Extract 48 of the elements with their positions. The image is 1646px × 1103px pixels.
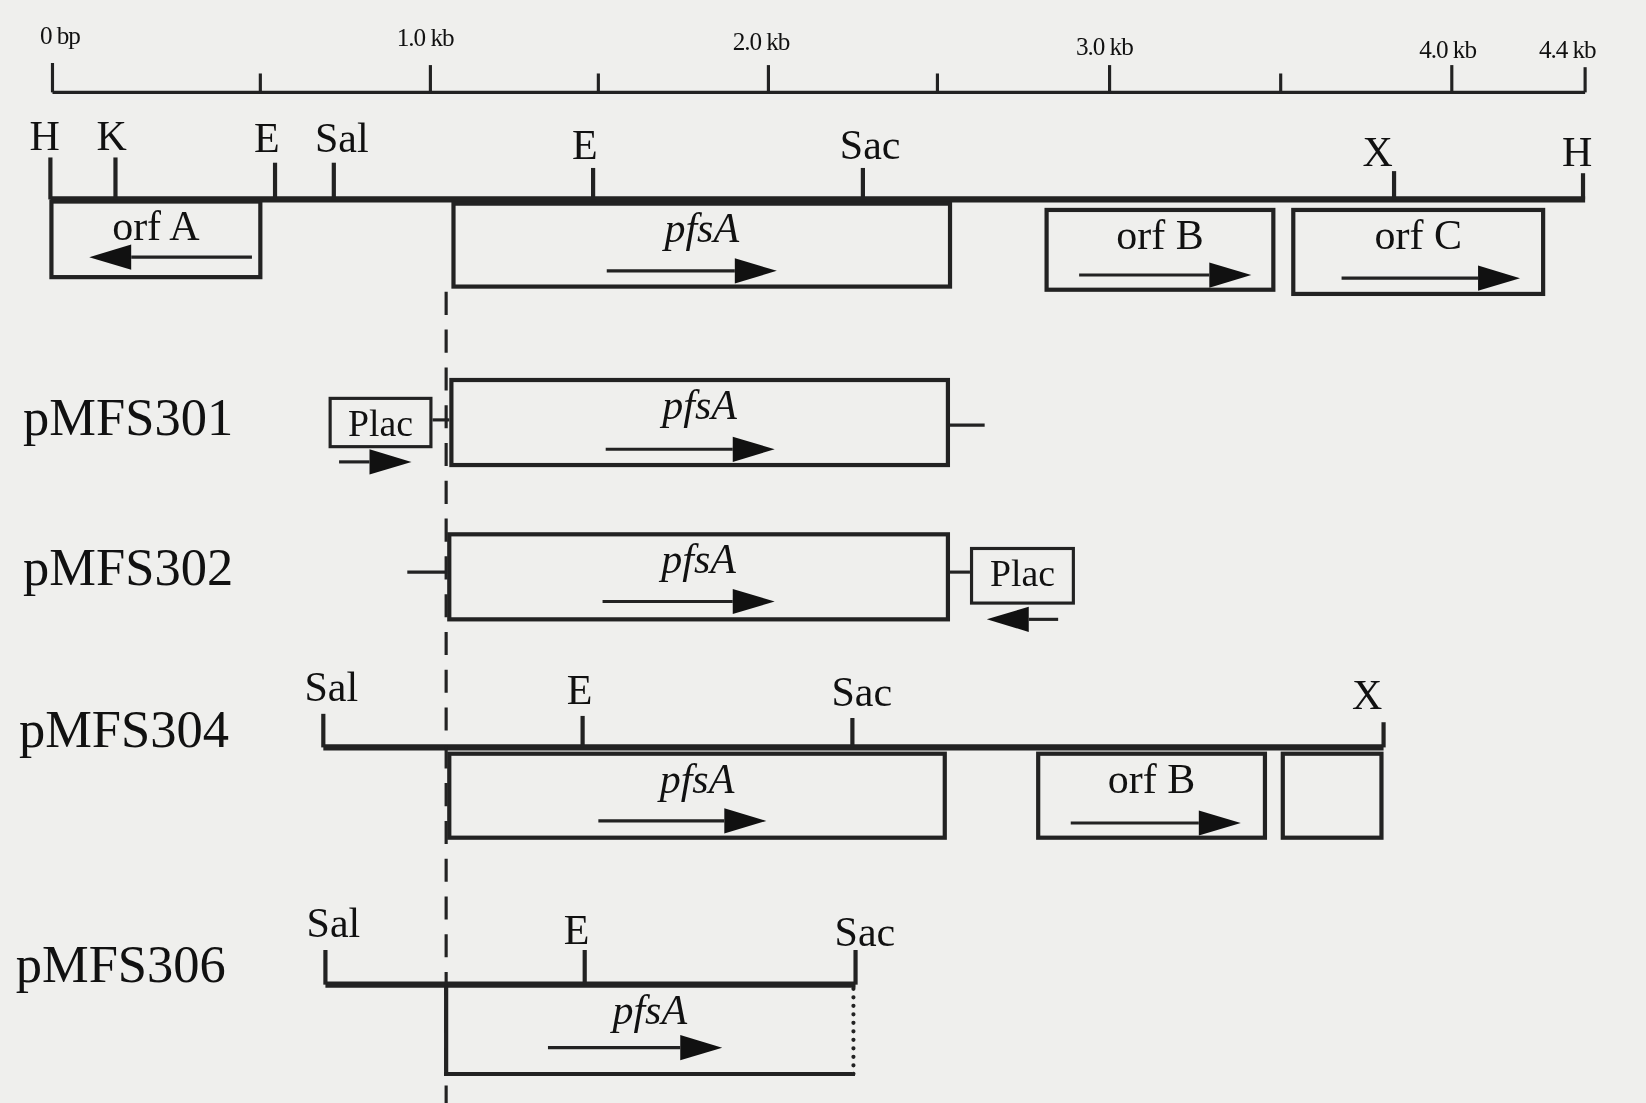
gene-box	[49, 199, 263, 280]
gene-label: orf B	[1107, 757, 1196, 800]
gene-box	[449, 377, 950, 468]
gene-box	[447, 751, 947, 840]
scale-tick-label: 3.0 kb	[1076, 33, 1133, 59]
gene-label: pfsA	[664, 207, 740, 250]
gene-label: Plac	[989, 554, 1055, 593]
gene-box	[447, 532, 950, 622]
restriction-site-label: Sac	[831, 671, 893, 714]
dna-line	[432, 418, 450, 422]
restriction-site-label: Sac	[839, 123, 901, 166]
restriction-site-label: Sac	[834, 911, 896, 954]
plasmid-name: pMFS304	[18, 703, 229, 756]
restriction-site-label: Sal	[306, 902, 361, 945]
promoter-box	[969, 546, 1075, 605]
restriction-site-label: X	[1362, 131, 1393, 174]
restriction-site-label: E	[566, 669, 593, 712]
scale-tick-label: 1.0 kb	[396, 25, 454, 51]
gene-label: orf C	[1374, 214, 1462, 257]
plasmid-name: pMFS302	[23, 540, 234, 594]
restriction-site-label: E	[254, 117, 280, 160]
restriction-site-label: Sal	[314, 117, 369, 160]
scale-tick-label: 4.0 kb	[1419, 36, 1476, 62]
scale-tick-label: 2.0 kb	[732, 29, 790, 55]
gene-box	[1044, 207, 1276, 292]
scale-tick-label: 0 bp	[39, 23, 80, 49]
gene-label: pfsA	[661, 538, 736, 581]
gene-label: Plac	[348, 404, 414, 442]
gene-box	[451, 201, 953, 289]
restriction-site-label: H	[29, 115, 60, 158]
gene-label: orf A	[112, 205, 200, 248]
restriction-site-label: Sal	[304, 666, 359, 709]
restriction-site-label: E	[563, 909, 590, 952]
gene-label: pfsA	[662, 384, 737, 427]
gene-box	[1036, 751, 1268, 840]
scale-tick-label: 4.4 kb	[1538, 36, 1596, 62]
restriction-site-label: E	[572, 123, 598, 166]
restriction-site-label: H	[1562, 131, 1593, 174]
gene-box	[1280, 751, 1384, 840]
gene-region	[444, 986, 856, 1076]
restriction-site-label: K	[96, 115, 127, 158]
gene-box	[1291, 207, 1546, 297]
gene-label: pfsA	[659, 757, 735, 800]
dna-line	[950, 570, 970, 574]
promoter-box	[328, 396, 433, 449]
restriction-site-label: X	[1352, 673, 1383, 716]
gene-label: orf B	[1116, 214, 1204, 257]
gene-label: pfsA	[612, 988, 688, 1031]
